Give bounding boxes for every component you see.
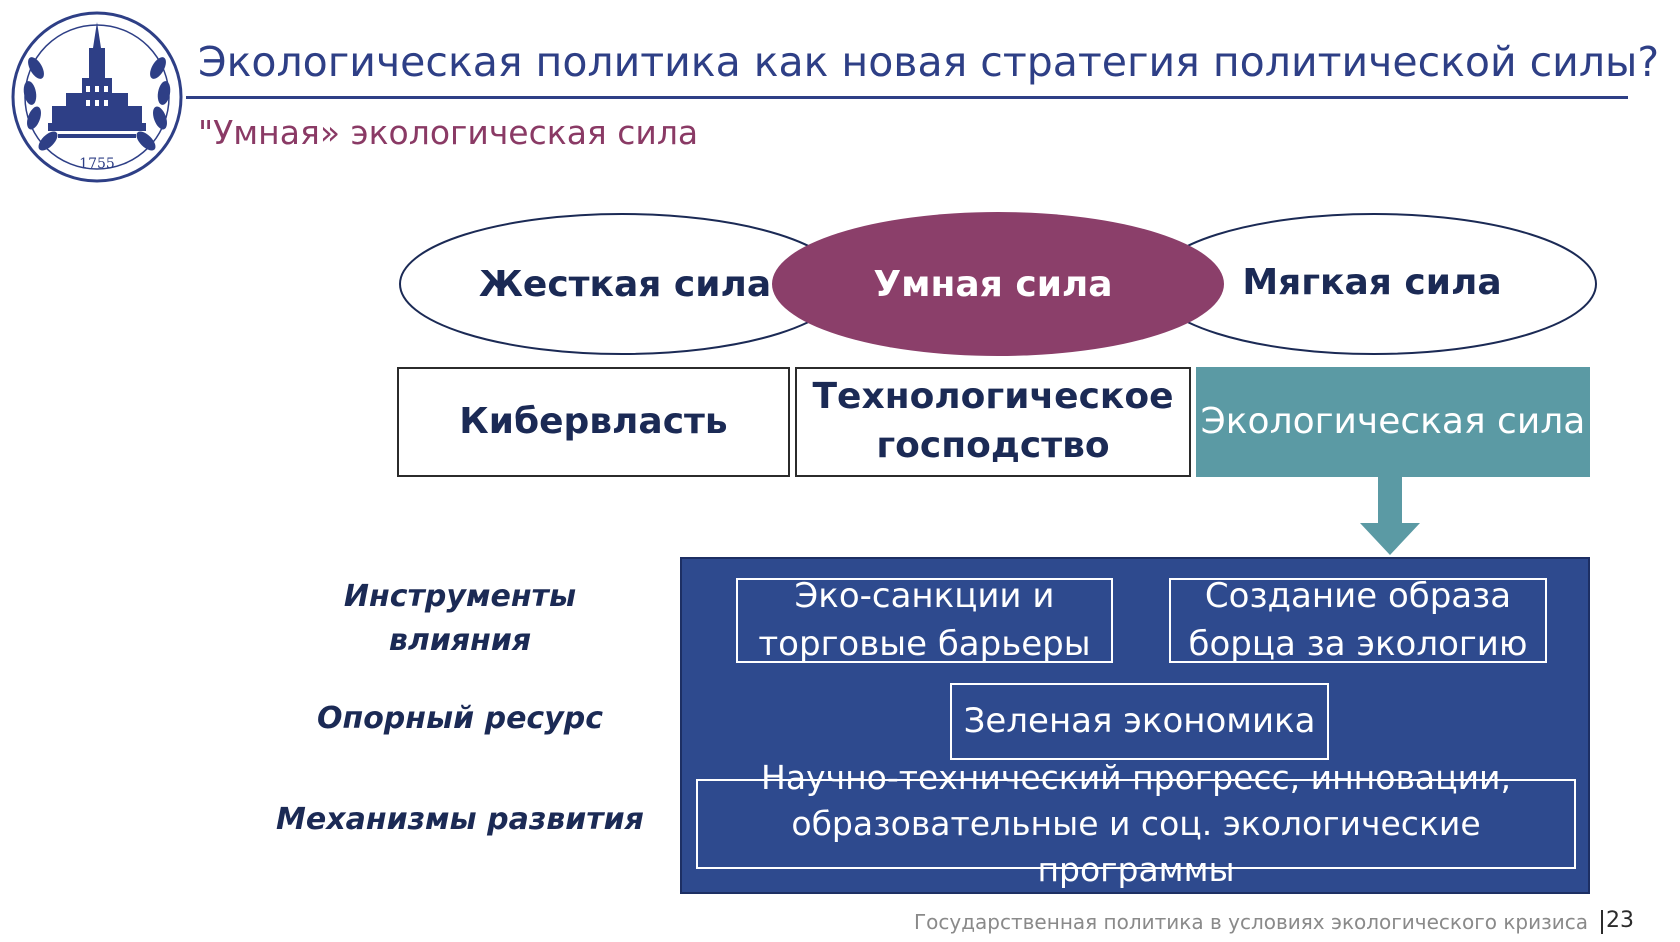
eco-image-box: Создание образа борца за экологию [1169, 576, 1547, 664]
eco-sanctions-line1: Эко-санкции и [794, 575, 1055, 616]
down-arrow-icon [1360, 477, 1420, 555]
science-progress-line2: образовательные и соц. экологические про… [791, 803, 1481, 890]
instruments-label-line1: Инструменты [343, 579, 577, 614]
university-seal-logo: 1755 [11, 11, 183, 183]
slide-title: Экологическая политика как новая стратег… [198, 38, 1660, 86]
hard-power-label: Жесткая сила [478, 264, 772, 305]
instruments-label-line2: влияния [388, 622, 532, 658]
green-economy-box: Зеленая экономика [950, 683, 1329, 760]
eco-power-panel [680, 557, 1590, 894]
soft-power-label: Мягкая сила [1242, 262, 1502, 303]
footer-text: Государственная политика в условиях экол… [913, 910, 1588, 934]
footer-divider [1601, 910, 1603, 934]
green-economy-label: Зеленая экономика [963, 700, 1316, 741]
power-types-ovals [399, 212, 1597, 356]
smart-power-oval [772, 212, 1224, 356]
tech-dominance-label-line1: Технологическое [812, 376, 1174, 418]
title-divider [186, 96, 1628, 99]
cyber-power-label: Кибервласть [459, 400, 728, 442]
science-progress-line1: Научно-технический прогресс, инновации, [761, 757, 1511, 797]
tech-dominance-label-line2: господство [876, 425, 1110, 466]
resource-label: Опорный ресурс [316, 701, 604, 736]
science-progress-box: Научно-технический прогресс, инновации, … [696, 758, 1576, 889]
slide-subtitle: "Умная» экологическая сила [198, 113, 699, 152]
smart-power-label: Умная сила [873, 264, 1113, 305]
cyber-power-box: Кибервласть [397, 367, 790, 477]
mechanisms-label: Механизмы развития [276, 802, 644, 837]
ecological-power-box: Экологическая сила [1196, 367, 1590, 477]
page-number: 23 [1606, 908, 1634, 933]
instruments-label: Инструменты влияния [300, 575, 620, 662]
eco-sanctions-line2: торговые барьеры [758, 623, 1091, 664]
ecological-power-label: Экологическая сила [1200, 400, 1586, 442]
eco-image-line2: борца за экологию [1188, 623, 1528, 664]
tech-dominance-box: Технологическое господство [795, 367, 1191, 477]
logo-year: 1755 [79, 156, 115, 172]
eco-image-line1: Создание образа [1204, 575, 1512, 616]
eco-sanctions-box: Эко-санкции и торговые барьеры [736, 576, 1113, 664]
